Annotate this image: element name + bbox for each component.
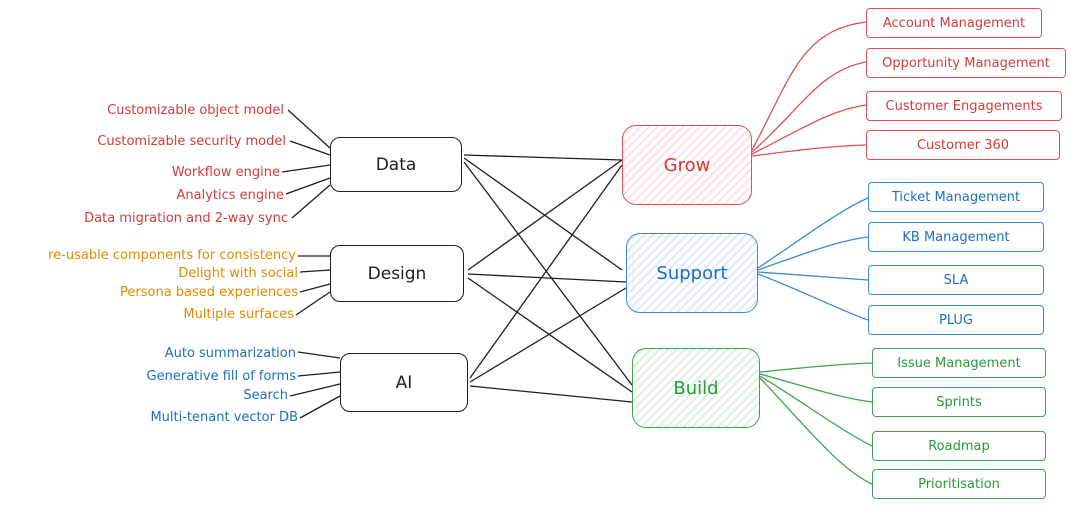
leaf-label: SLA bbox=[943, 272, 969, 288]
feature-label: Search bbox=[243, 388, 288, 403]
feature-label: Multiple surfaces bbox=[183, 307, 294, 322]
leaf-item[interactable]: Customer 360 bbox=[866, 130, 1060, 160]
leaf-item[interactable]: KB Management bbox=[868, 222, 1044, 252]
feature-label: re-usable components for consistency bbox=[48, 248, 296, 263]
leaf-label: Prioritisation bbox=[918, 476, 1000, 492]
feature-label: Auto summarization bbox=[164, 346, 296, 361]
feature-label: Data migration and 2-way sync bbox=[84, 211, 288, 226]
leaf-item[interactable]: Opportunity Management bbox=[866, 48, 1066, 78]
node-data[interactable]: Data bbox=[330, 137, 462, 192]
leaf-item[interactable]: PLUG bbox=[868, 305, 1044, 335]
hub-grow[interactable]: Grow bbox=[622, 125, 752, 205]
leaf-item[interactable]: Account Management bbox=[866, 8, 1042, 38]
feature-label: Multi-tenant vector DB bbox=[150, 410, 298, 425]
leaf-item[interactable]: Sprints bbox=[872, 387, 1046, 417]
node-label: AI bbox=[395, 372, 413, 393]
leaf-item[interactable]: Issue Management bbox=[872, 348, 1046, 378]
hub-label: Grow bbox=[663, 154, 711, 176]
leaf-item[interactable]: Prioritisation bbox=[872, 469, 1046, 499]
feature-label: Analytics engine bbox=[176, 188, 284, 203]
leaf-item[interactable]: SLA bbox=[868, 265, 1044, 295]
hub-support[interactable]: Support bbox=[626, 233, 758, 313]
leaf-label: Opportunity Management bbox=[882, 55, 1050, 71]
hub-label: Build bbox=[673, 377, 719, 399]
leaf-label: Issue Management bbox=[897, 355, 1021, 371]
node-ai[interactable]: AI bbox=[340, 353, 468, 412]
hub-build[interactable]: Build bbox=[632, 348, 760, 428]
feature-label: Persona based experiences bbox=[120, 285, 298, 300]
node-label: Data bbox=[375, 154, 417, 175]
feature-label: Workflow engine bbox=[171, 165, 280, 180]
leaf-label: PLUG bbox=[938, 312, 974, 328]
leaf-item[interactable]: Ticket Management bbox=[868, 182, 1044, 212]
feature-label: Customizable object model bbox=[107, 103, 284, 118]
leaf-label: Customer Engagements bbox=[885, 98, 1043, 114]
hub-label: Support bbox=[656, 262, 728, 284]
feature-label: Delight with social bbox=[178, 266, 298, 281]
leaf-label: Customer 360 bbox=[916, 137, 1010, 153]
leaf-label: KB Management bbox=[902, 229, 1010, 245]
feature-label: Customizable security model bbox=[97, 134, 286, 149]
node-label: Design bbox=[367, 263, 427, 284]
leaf-label: Sprints bbox=[936, 394, 982, 410]
leaf-label: Roadmap bbox=[928, 438, 990, 454]
leaf-label: Account Management bbox=[882, 15, 1026, 31]
leaf-label: Ticket Management bbox=[891, 189, 1021, 205]
leaf-item[interactable]: Roadmap bbox=[872, 431, 1046, 461]
node-design[interactable]: Design bbox=[330, 245, 464, 302]
leaf-item[interactable]: Customer Engagements bbox=[866, 91, 1062, 121]
feature-label: Generative fill of forms bbox=[146, 369, 296, 384]
